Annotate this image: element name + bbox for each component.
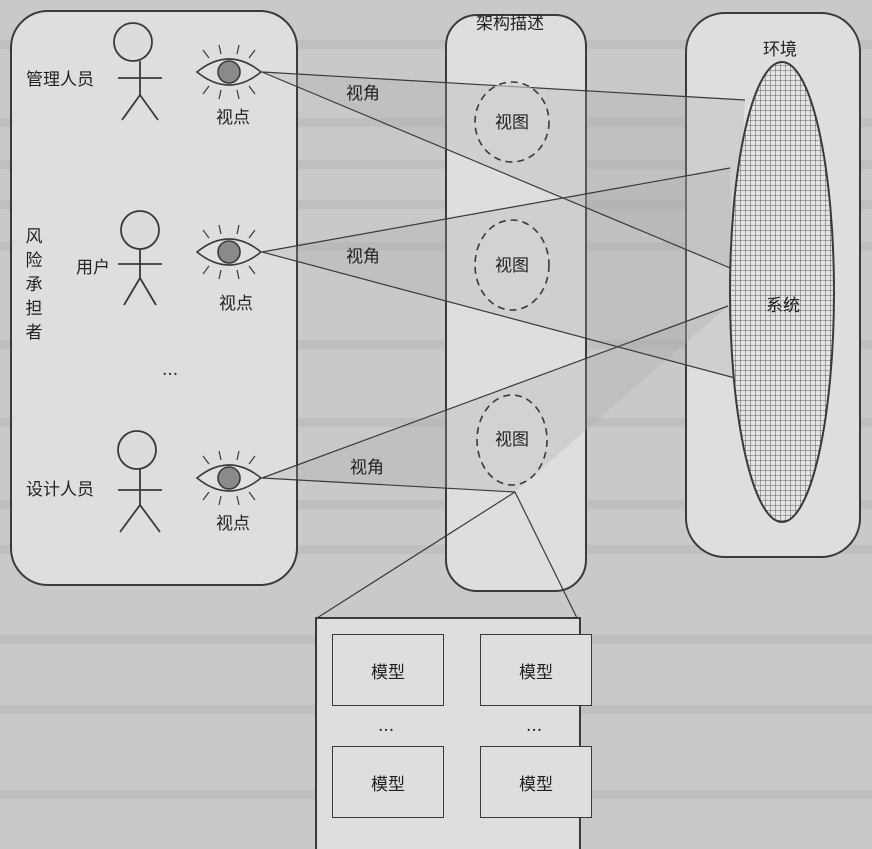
model-label: 模型 [519, 658, 553, 683]
model-box: 模型 [480, 746, 592, 818]
system-label: 系统 [766, 298, 800, 315]
model-box: 模型 [480, 634, 592, 706]
viewpoint-angle-label: 视角 [346, 86, 380, 103]
environment-title: 环境 [763, 42, 797, 59]
model-label: 模型 [519, 770, 553, 795]
view-label: 视图 [495, 115, 529, 132]
architecture-title: 架构描述 [476, 16, 544, 33]
stakeholders-group-label: 风险承担者 [24, 225, 44, 345]
viewpoint-angle-label: 视角 [346, 249, 380, 266]
stakeholders-ellipsis: ... [162, 362, 178, 379]
view-ellipses [475, 82, 549, 485]
viewpoint-label: 视点 [216, 110, 250, 127]
actor-designer [118, 431, 162, 532]
eye-icon [197, 451, 261, 505]
eye-icon [197, 45, 261, 99]
actor-user [118, 211, 162, 305]
viewpoint-label: 视点 [219, 296, 253, 313]
actor-manager [114, 23, 162, 120]
models-ellipsis: ... [378, 718, 394, 735]
eye-icon [197, 225, 261, 279]
model-label: 模型 [371, 770, 405, 795]
actor-label-manager: 管理人员 [26, 72, 94, 89]
viewpoint-label: 视点 [216, 516, 250, 533]
actor-label-user: 用户 [76, 260, 110, 277]
model-label: 模型 [371, 658, 405, 683]
actor-label-designer: 设计人员 [26, 482, 94, 499]
viewpoint-angle-label: 视角 [350, 460, 384, 477]
actor-figures [114, 23, 162, 532]
system-ellipse [730, 62, 834, 522]
model-box: 模型 [332, 634, 444, 706]
model-box: 模型 [332, 746, 444, 818]
view-label: 视图 [495, 432, 529, 449]
models-ellipsis: ... [526, 718, 542, 735]
view-label: 视图 [495, 258, 529, 275]
